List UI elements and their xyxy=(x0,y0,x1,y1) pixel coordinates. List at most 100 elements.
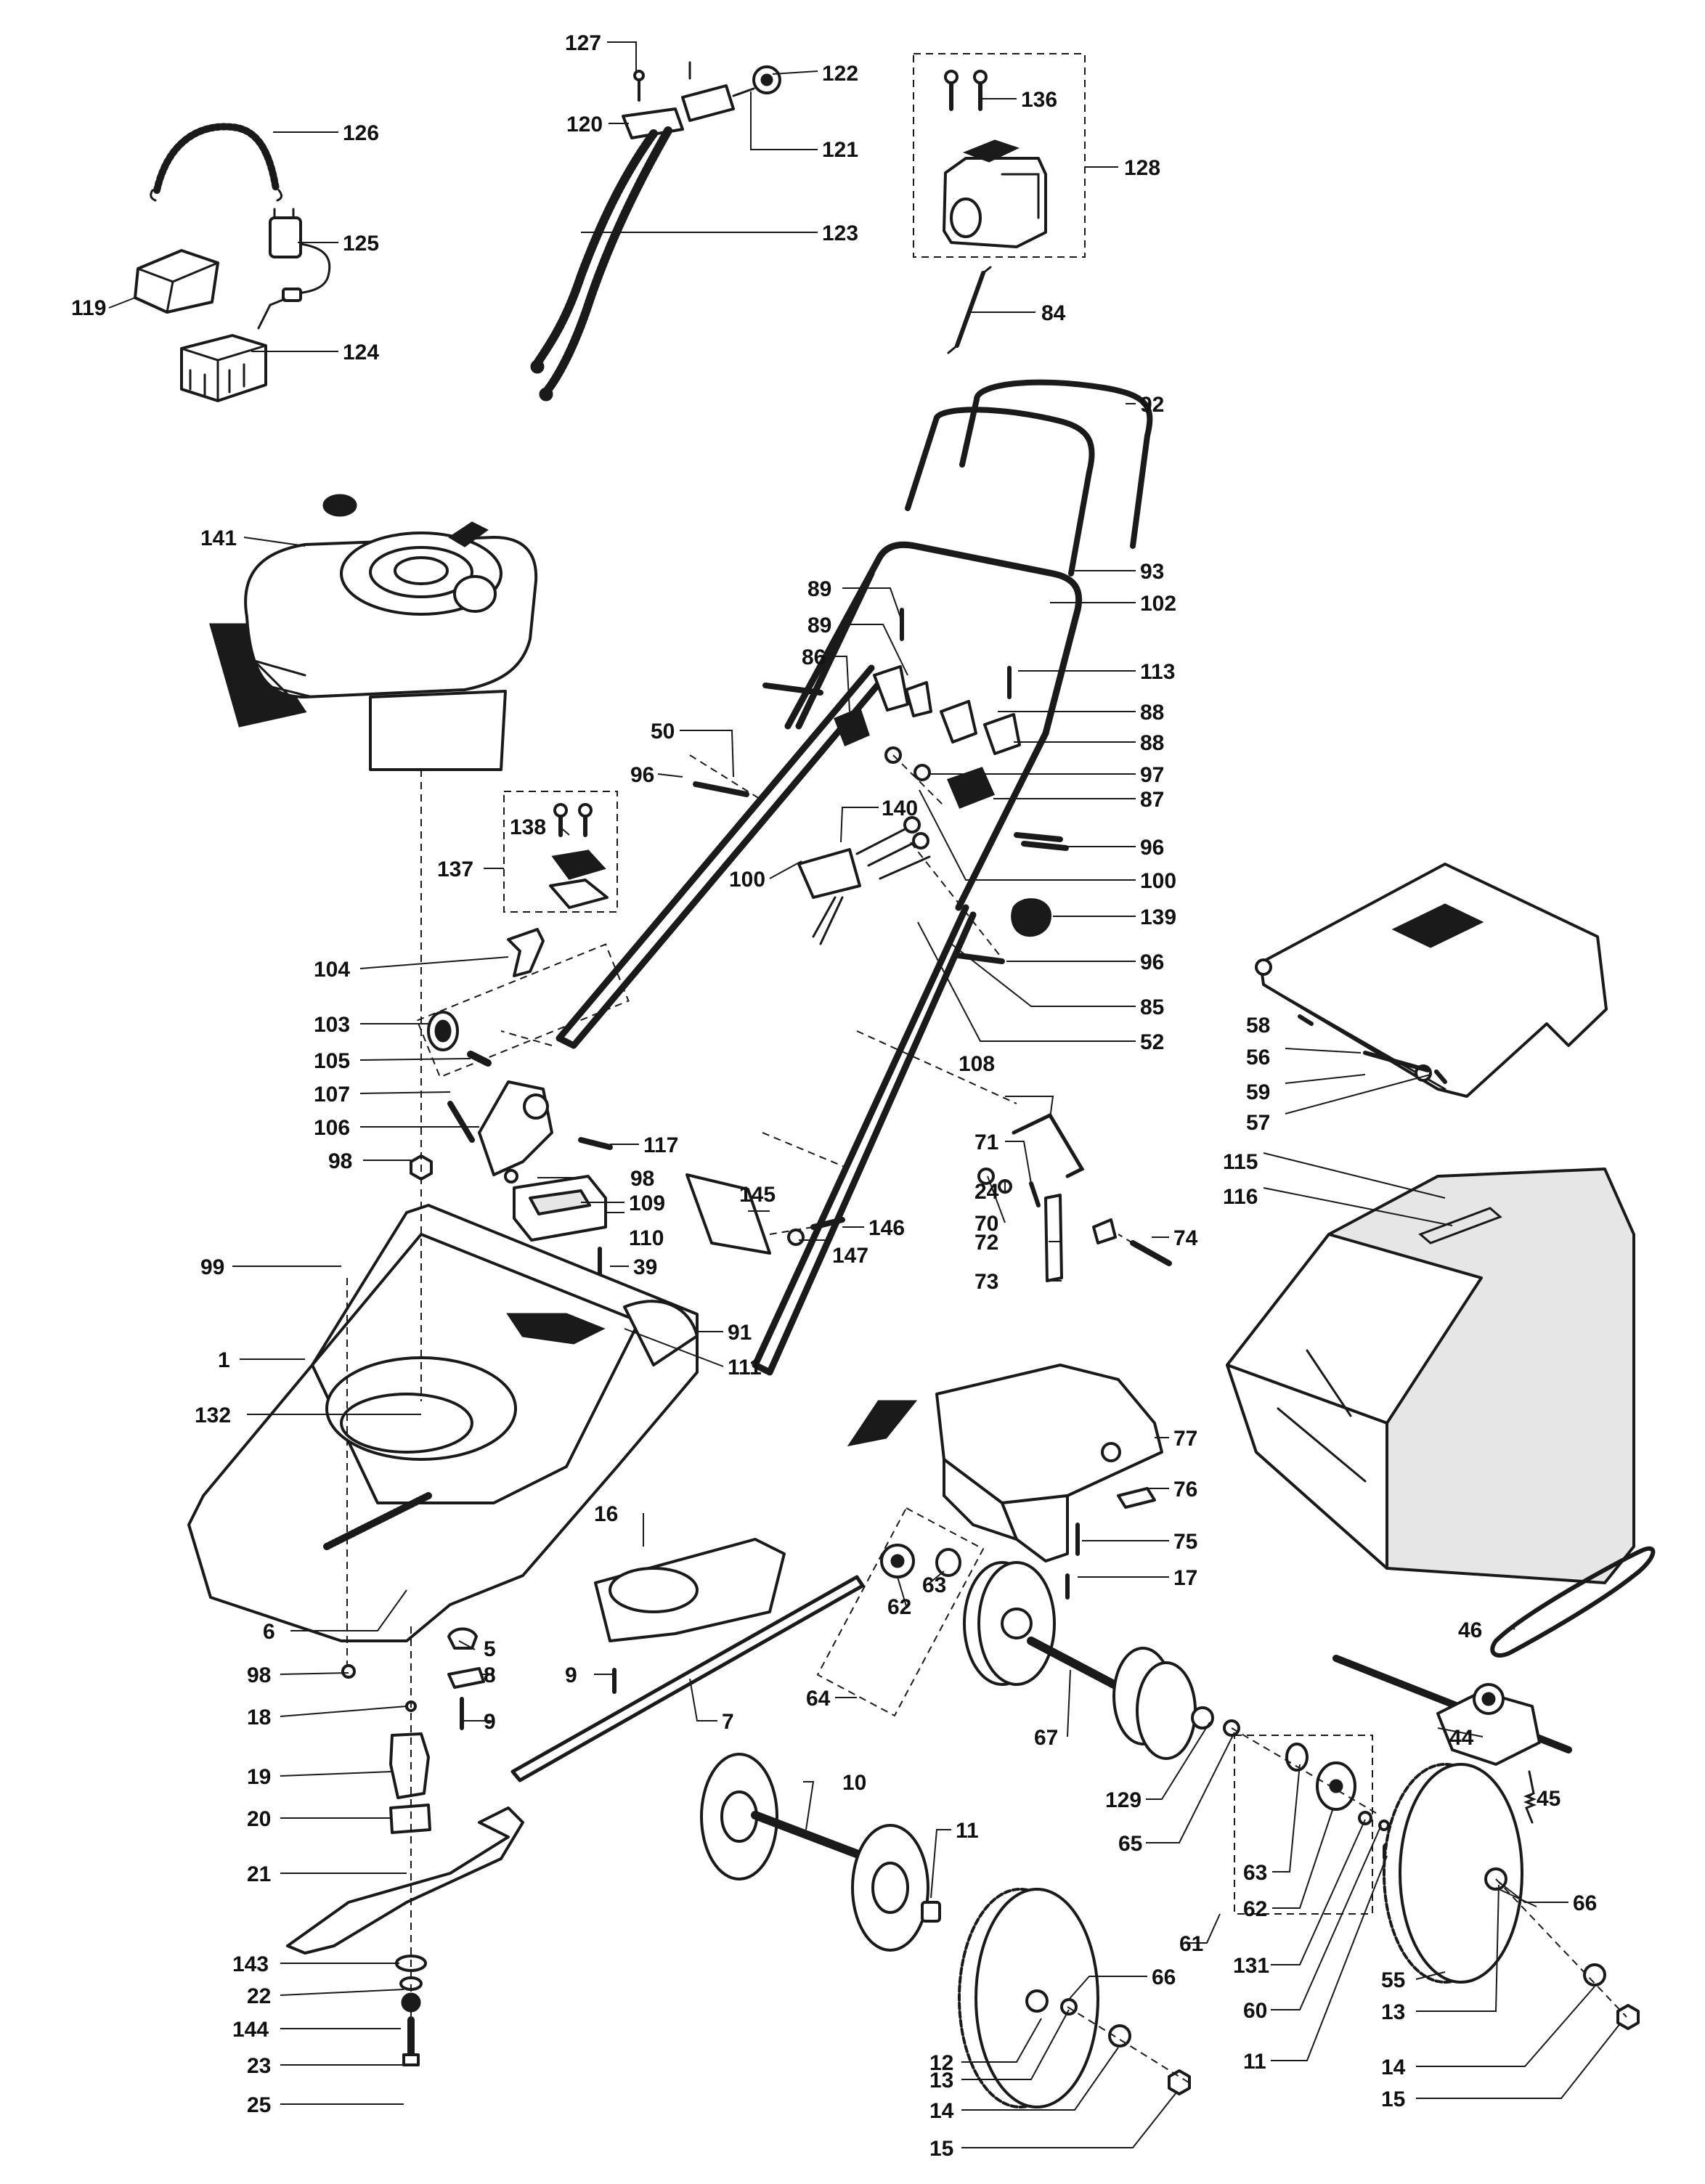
callout-5: 5 xyxy=(484,1637,496,1661)
callout-121: 121 xyxy=(822,138,858,162)
callout-20: 20 xyxy=(247,1807,271,1831)
callout-137: 137 xyxy=(437,857,473,881)
callout-86: 86 xyxy=(802,645,826,669)
callout-147: 147 xyxy=(832,1244,868,1268)
callout-50: 50 xyxy=(651,720,675,743)
callout-57: 57 xyxy=(1246,1111,1270,1135)
callout-18: 18 xyxy=(247,1706,271,1729)
callout-106: 106 xyxy=(314,1116,350,1140)
part-139-knob xyxy=(1011,898,1051,937)
callout-117: 117 xyxy=(643,1133,678,1157)
callout-72: 72 xyxy=(974,1231,998,1255)
callout-145: 145 xyxy=(739,1183,776,1207)
callout-24: 24 xyxy=(974,1180,999,1204)
callout-56: 56 xyxy=(1246,1046,1270,1069)
part-5-8-9-clips xyxy=(341,1627,485,1730)
part-61-gear-set xyxy=(1234,1735,1400,1915)
callout-146: 146 xyxy=(868,1216,905,1240)
callout-96-b: 96 xyxy=(1140,836,1164,860)
callout-62-a: 62 xyxy=(887,1595,911,1619)
callout-89-b: 89 xyxy=(807,614,831,637)
callout-119: 119 xyxy=(71,296,106,320)
callout-14-b: 14 xyxy=(929,2099,954,2123)
callout-17: 17 xyxy=(1173,1566,1197,1590)
callout-9-a: 9 xyxy=(565,1663,577,1687)
callout-128: 128 xyxy=(1124,156,1160,180)
callout-107: 107 xyxy=(314,1083,350,1107)
callout-11-a: 11 xyxy=(956,1819,979,1843)
callout-45: 45 xyxy=(1537,1787,1560,1811)
part-84-rod xyxy=(947,266,992,354)
callout-66-a: 66 xyxy=(1573,1891,1597,1915)
part-103-106-height-adjuster xyxy=(427,1011,613,1183)
part-16-deflector xyxy=(594,1538,786,1694)
part-50-lower-handle xyxy=(556,664,890,1049)
part-124-battery xyxy=(180,298,286,402)
callout-44: 44 xyxy=(1449,1726,1474,1750)
part-7-axle-rod xyxy=(510,1575,865,1782)
part-96-bolt xyxy=(956,841,1069,964)
callout-9-b: 9 xyxy=(484,1710,496,1734)
callout-60: 60 xyxy=(1243,1999,1267,2023)
callout-92: 92 xyxy=(1140,393,1164,417)
part-128-switch-assembly xyxy=(913,53,1086,258)
callout-127: 127 xyxy=(565,31,601,55)
callout-74: 74 xyxy=(1173,1226,1198,1250)
callout-126: 126 xyxy=(343,121,379,145)
part-109-110-clip xyxy=(513,1175,607,1280)
part-141-engine xyxy=(209,494,538,771)
leader-lines xyxy=(108,41,1621,2148)
callout-70: 70 xyxy=(974,1212,998,1236)
callout-73: 73 xyxy=(974,1270,998,1294)
part-19-25-blade-stack xyxy=(286,1700,524,2066)
callout-61: 61 xyxy=(1179,1932,1203,1956)
callout-88-b: 88 xyxy=(1140,731,1164,755)
callout-88-a: 88 xyxy=(1140,701,1164,725)
callout-labels: 127 122 120 121 123 136 128 84 126 125 1… xyxy=(71,31,1597,2161)
callout-19: 19 xyxy=(247,1765,271,1789)
callout-12: 12 xyxy=(929,2051,953,2075)
part-119-cover xyxy=(134,249,219,314)
part-56-catcher-lid xyxy=(1255,863,1608,1098)
callout-13-a: 13 xyxy=(1381,2000,1405,2024)
callout-98-b: 98 xyxy=(328,1149,352,1173)
callout-66-b: 66 xyxy=(1152,1965,1176,1989)
callout-21: 21 xyxy=(247,1862,271,1886)
part-104-wing-knob xyxy=(416,928,630,1078)
part-86-88-89-handle-fittings xyxy=(693,608,1063,842)
callout-8: 8 xyxy=(484,1663,496,1687)
callout-75: 75 xyxy=(1173,1530,1197,1554)
callout-132: 132 xyxy=(195,1403,231,1427)
callout-104: 104 xyxy=(314,958,350,982)
part-126-coiled-cable xyxy=(150,123,282,202)
callout-62-b: 62 xyxy=(1243,1897,1267,1921)
callout-140: 140 xyxy=(882,796,918,820)
callout-84: 84 xyxy=(1041,301,1066,325)
callout-93: 93 xyxy=(1140,560,1164,584)
part-67-rear-axle xyxy=(963,1561,1240,1760)
callout-65: 65 xyxy=(1118,1832,1142,1856)
callout-77: 77 xyxy=(1173,1427,1197,1451)
callout-103: 103 xyxy=(314,1013,350,1037)
callout-67: 67 xyxy=(1034,1726,1058,1750)
callout-89-a: 89 xyxy=(807,577,831,601)
callout-122: 122 xyxy=(822,62,858,86)
callout-98-c: 98 xyxy=(247,1663,271,1687)
part-46-drive-belt xyxy=(1490,1546,1656,1658)
callout-46: 46 xyxy=(1458,1618,1482,1642)
callout-59: 59 xyxy=(1246,1080,1270,1104)
callout-144: 144 xyxy=(232,2018,269,2042)
callout-7: 7 xyxy=(722,1710,734,1734)
callout-139: 139 xyxy=(1140,905,1176,929)
callout-52: 52 xyxy=(1140,1030,1164,1054)
callout-100-a: 100 xyxy=(729,868,765,892)
callout-102: 102 xyxy=(1140,592,1176,616)
callout-109: 109 xyxy=(629,1191,665,1215)
callout-71: 71 xyxy=(974,1130,998,1154)
callout-14-a: 14 xyxy=(1381,2055,1406,2079)
part-12-front-wheel xyxy=(958,1888,1191,2108)
callout-129: 129 xyxy=(1105,1788,1142,1812)
callout-13-b: 13 xyxy=(929,2069,953,2093)
callout-96-a: 96 xyxy=(630,763,654,787)
part-72-73-bracket xyxy=(977,1168,1172,1282)
